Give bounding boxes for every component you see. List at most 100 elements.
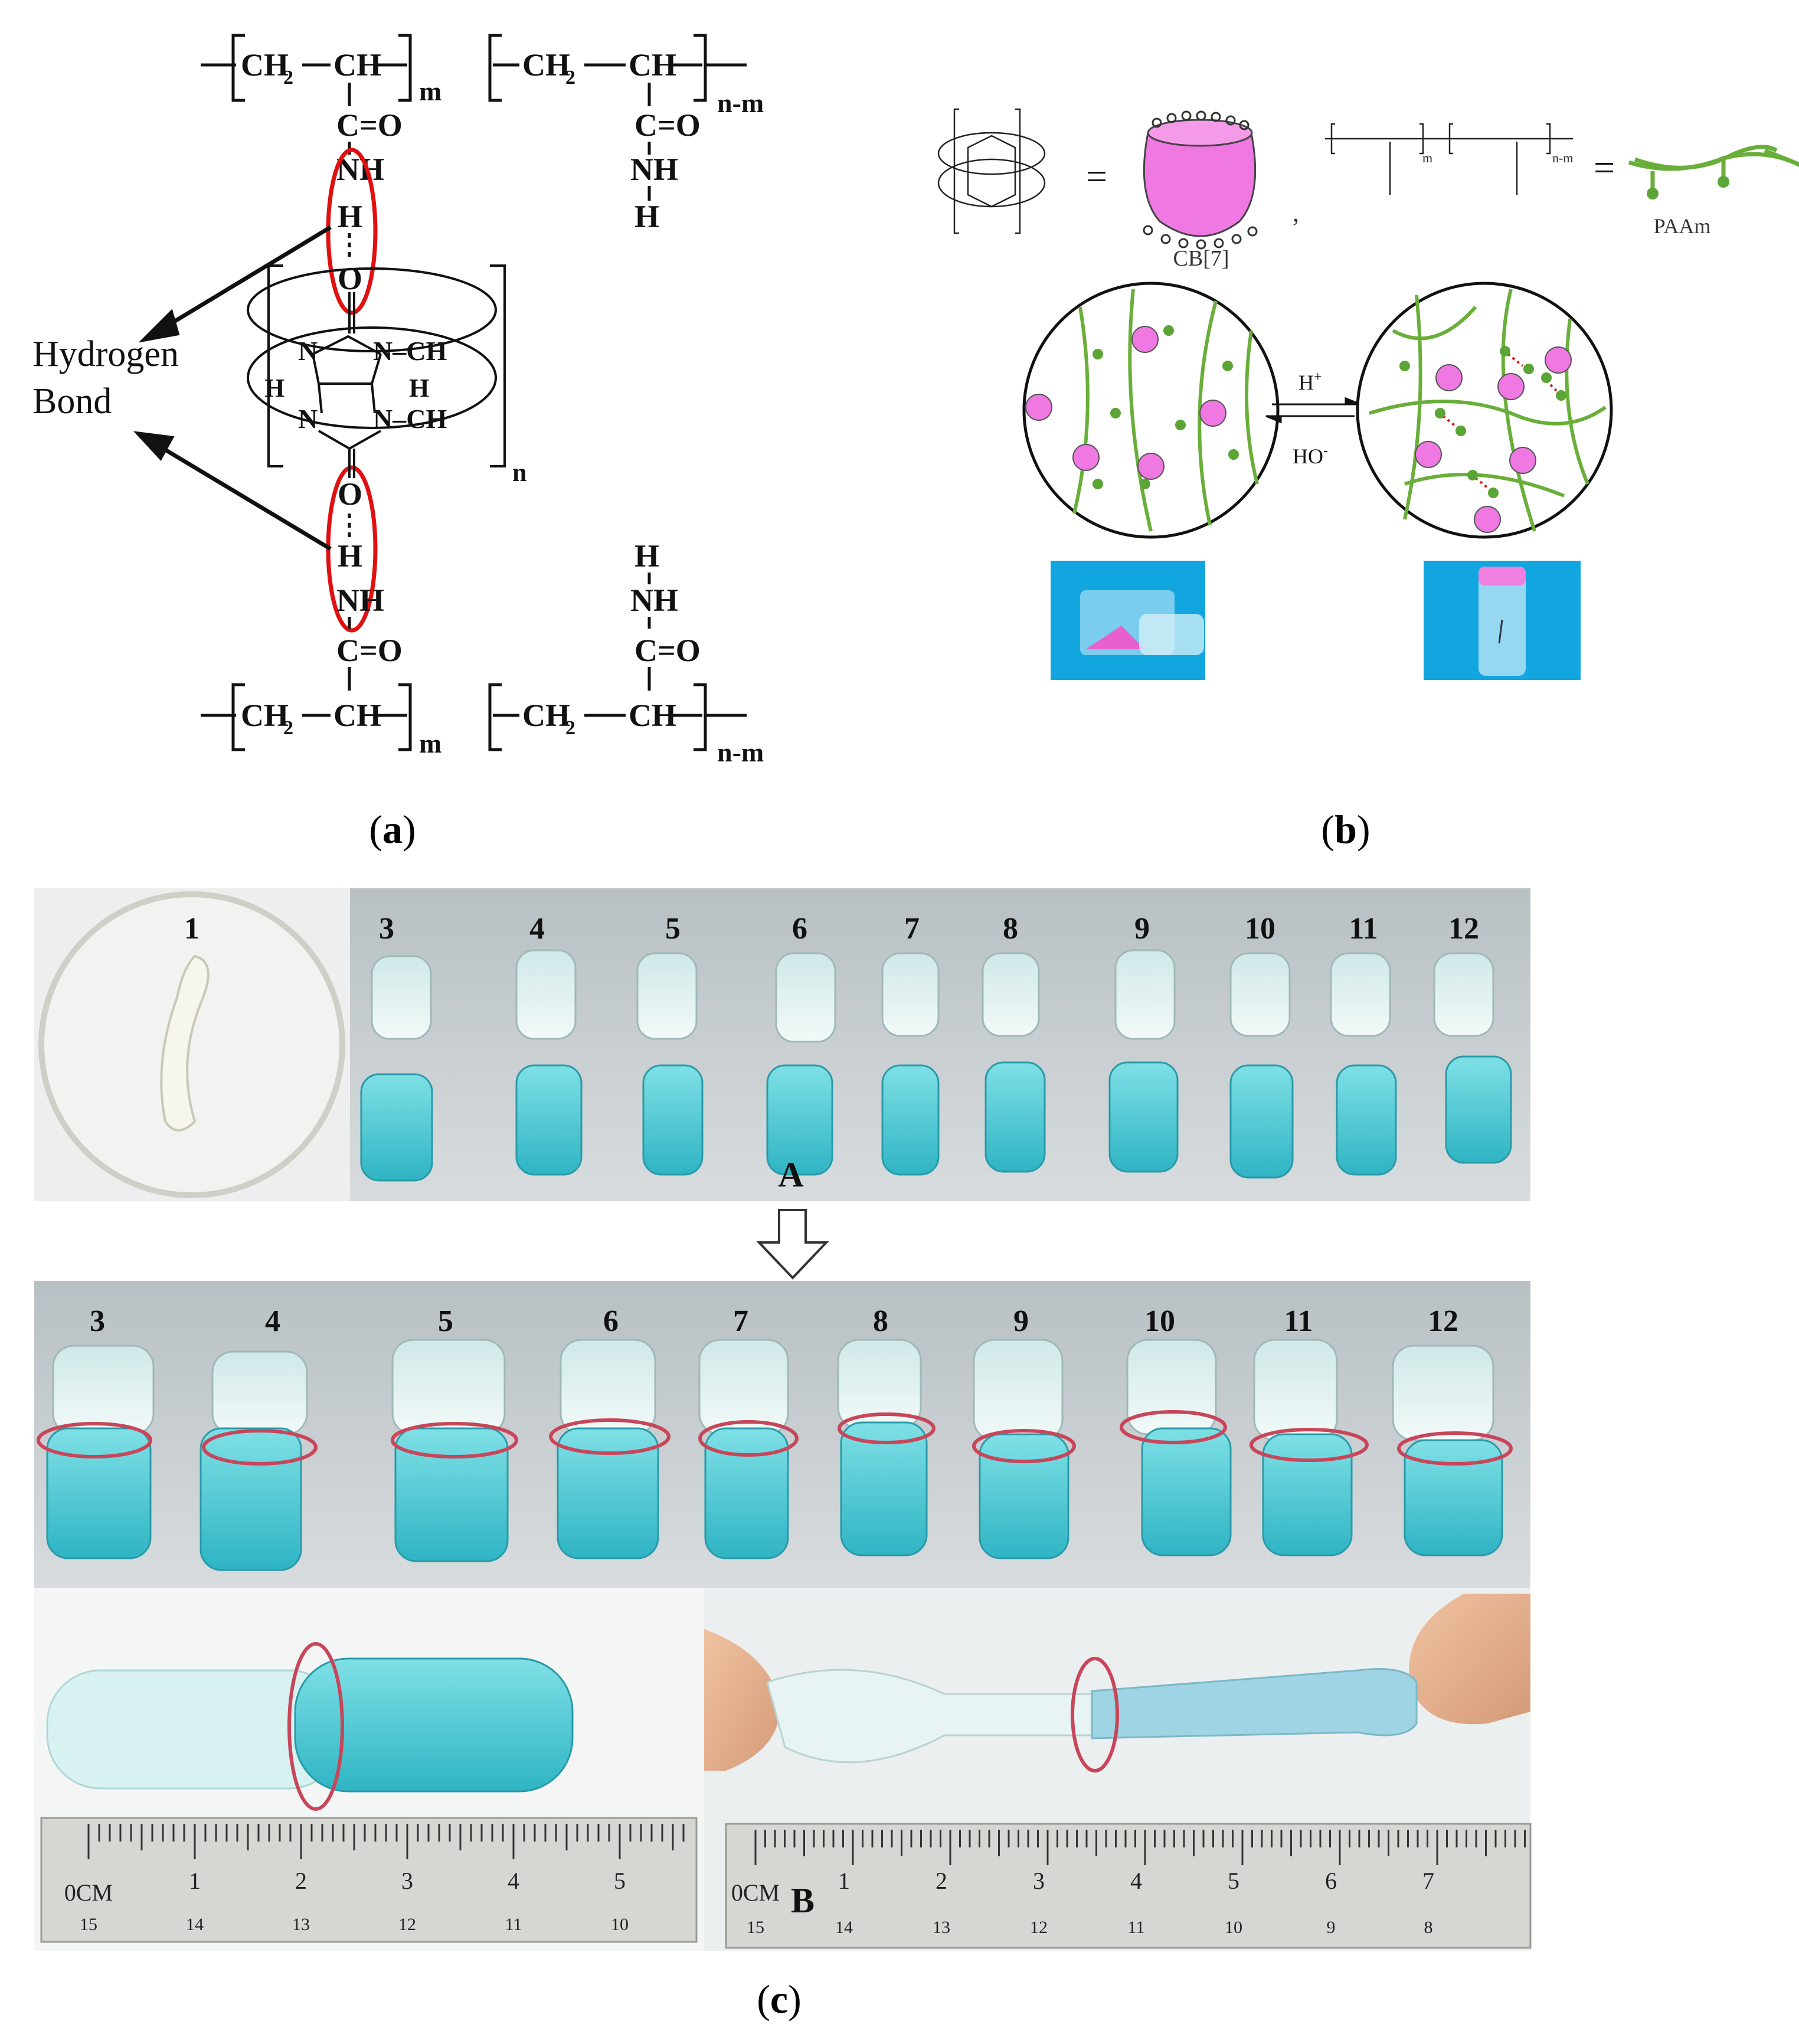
- ruler-left-bottom-3: 12: [398, 1915, 416, 1934]
- finger-left: [704, 1629, 780, 1771]
- m-b1: m: [419, 728, 441, 758]
- ruler-right-bottom-5: 10: [1225, 1918, 1242, 1937]
- equilibrium-arrows: [1265, 397, 1361, 424]
- network-gel-circle: [1356, 282, 1613, 539]
- ch-b2: CH: [629, 698, 676, 733]
- comma: ,: [1293, 198, 1299, 227]
- ruler-left-top-4: 4: [508, 1868, 519, 1894]
- healed-joint-highlight-left: [287, 1642, 344, 1811]
- ruler-right-bottom-3: 12: [1030, 1918, 1048, 1937]
- base-sup: -: [1323, 443, 1328, 459]
- ruler-right-top-7: 7: [1422, 1868, 1434, 1894]
- caption-b-close: ): [1357, 807, 1370, 852]
- top-label-4: 4: [529, 912, 545, 946]
- caption-c: (c): [757, 1977, 802, 2022]
- top-row-blue-gels: [360, 1055, 1512, 1182]
- ruler-left-top-1: 1: [189, 1868, 201, 1894]
- ruler-right: [725, 1823, 1532, 1949]
- ruler-right-bottom-4: 11: [1128, 1918, 1145, 1937]
- label-B: B: [791, 1881, 815, 1920]
- paam-pendant-1: [1647, 188, 1659, 200]
- caption-c-open: (: [757, 1977, 770, 2022]
- hbond-arrows: [133, 225, 332, 551]
- top-label-11: 11: [1349, 912, 1378, 946]
- caption-b: (b): [1321, 807, 1370, 852]
- top-label-10: 10: [1245, 912, 1275, 946]
- photo-gel-stretched: 0CM 1 2 3 4 5 6 7 15 14 13 12 11 10 9 8 …: [704, 1588, 1532, 1951]
- paam-label: PAAm: [1654, 214, 1711, 238]
- mid-label-8: 8: [873, 1304, 888, 1338]
- co-a1: C=O: [336, 107, 403, 143]
- co-b1: C=O: [336, 633, 403, 668]
- mid-label-10: 10: [1144, 1304, 1175, 1338]
- nm-b1: n-m: [717, 737, 764, 767]
- n-subscript: n: [512, 458, 526, 487]
- ruler-right-top-3: 3: [1033, 1868, 1045, 1894]
- healed-gels-blue-bottoms: [46, 1421, 1503, 1571]
- ruler-right-top-4: 4: [1130, 1868, 1142, 1894]
- caption-b-open: (: [1321, 807, 1334, 852]
- down-arrow: [756, 1209, 829, 1280]
- ruler-right-bottom-7: 8: [1424, 1918, 1433, 1937]
- hydrogen-bond-label-line2: Bond: [32, 381, 112, 421]
- ruler-right-top-6: 6: [1325, 1868, 1337, 1894]
- cb7-structure-mini: [937, 108, 1046, 234]
- top-label-7: 7: [904, 912, 920, 946]
- top-label-8: 8: [1003, 912, 1018, 946]
- healed-interface-highlights: [37, 1410, 1513, 1466]
- ruler-left-bottom-0: 15: [80, 1915, 97, 1934]
- caption-a-letter: a: [382, 807, 403, 852]
- label-A: A: [778, 1155, 803, 1194]
- nm-a1: n-m: [717, 88, 764, 118]
- cb-monomer: n N N–CH H H N N–CH: [247, 264, 526, 487]
- sub2: 2: [283, 717, 293, 739]
- base-ho: HO: [1293, 444, 1323, 468]
- paam-pendant-2: [1718, 176, 1729, 188]
- hbond-highlight-top: [326, 148, 378, 315]
- ruler-left-ticks: [87, 1824, 685, 1859]
- top-polymer-chain: CH 2 CH m CH 2 CH n-m C=O NH H O: [201, 34, 764, 296]
- ruler-left-bottom-2: 13: [292, 1915, 310, 1934]
- top-label-3: 3: [379, 912, 394, 946]
- ruler-left-top-3: 3: [401, 1868, 413, 1894]
- ruler-left-numbers: 0CM 1 2 3 4 5 15 14 13 12 11 10: [64, 1868, 629, 1934]
- ch2-b2: CH: [522, 698, 570, 733]
- vial-photo-sol: [1051, 561, 1205, 680]
- ruler-left-bottom-1: 14: [186, 1915, 204, 1934]
- o-a1: O: [338, 261, 362, 296]
- caption-b-letter: b: [1334, 807, 1357, 852]
- panel-c: 1 3 4 5 6 7 8 9 10 11 12 A: [34, 888, 1532, 1951]
- ruler-right-bottom-1: 14: [835, 1918, 853, 1937]
- nh-a2: NH: [630, 152, 678, 187]
- healed-joint-highlight-right: [1071, 1657, 1119, 1772]
- paam-m: m: [1422, 151, 1432, 165]
- top-label-9: 9: [1134, 912, 1150, 946]
- h-b2: H: [634, 538, 659, 574]
- ch2-a2: CH: [522, 47, 570, 83]
- ruler-left-bottom-4: 11: [505, 1915, 522, 1934]
- ruler-right-ticks: [754, 1830, 1526, 1865]
- ruler-right-top-5: 5: [1228, 1868, 1239, 1894]
- equals-2: =: [1594, 146, 1615, 188]
- ruler-left-top-5: 5: [614, 1868, 626, 1894]
- panel-b: = CB[7] , m n-m =: [937, 108, 1799, 680]
- paam-formula-mini: [1325, 123, 1573, 195]
- top-row-clear-gels: [371, 949, 1494, 1043]
- ch-a1: CH: [333, 47, 381, 83]
- cb7-cartoon: [1143, 110, 1258, 250]
- paam-cartoon: [1628, 145, 1799, 189]
- h-ring2: H: [409, 374, 429, 403]
- nh-b1: NH: [336, 583, 384, 618]
- mid-label-4: 4: [265, 1304, 280, 1338]
- ruler-right-bottom-6: 9: [1327, 1918, 1336, 1937]
- equals-1: =: [1086, 155, 1107, 197]
- h-a1: H: [338, 199, 362, 234]
- ch-a2: CH: [629, 47, 676, 83]
- acid-h: H: [1298, 371, 1314, 394]
- top-label-6: 6: [792, 912, 807, 946]
- ruler-right-top-2: 2: [936, 1868, 947, 1894]
- co-a2: C=O: [634, 107, 701, 143]
- h-ring1: H: [264, 374, 284, 403]
- nch2-a2: N–CH: [373, 404, 447, 434]
- ruler-right-top-0: 0CM: [731, 1879, 780, 1906]
